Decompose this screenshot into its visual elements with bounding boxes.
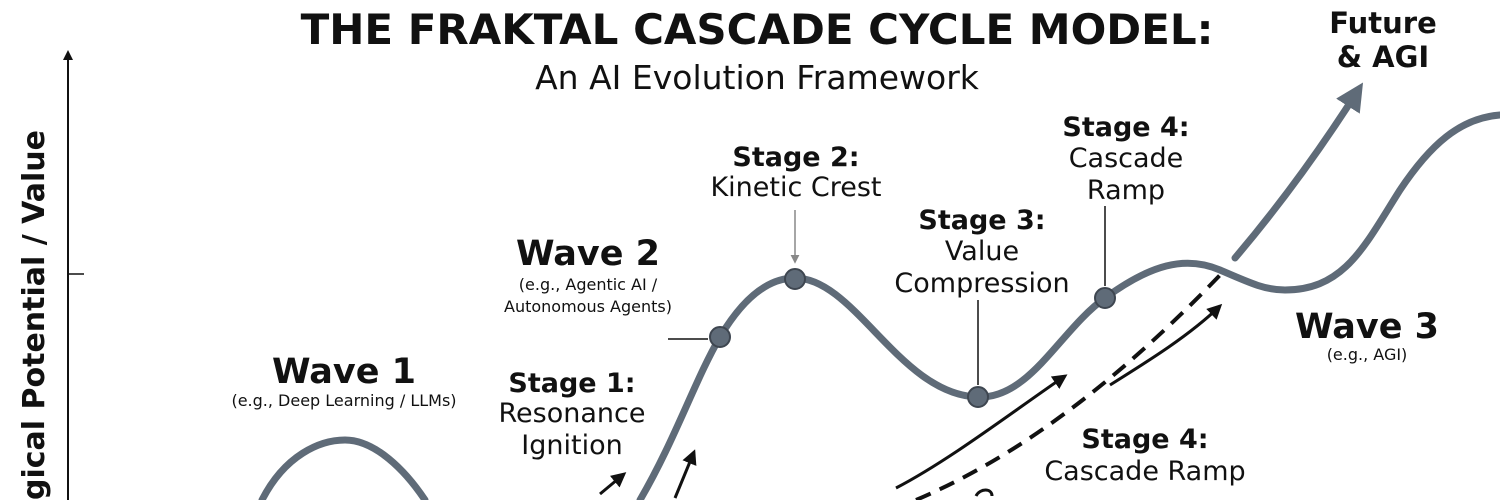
stage2-line1: Kinetic Crest: [710, 172, 881, 203]
wave2-example-line1: (e.g., Agentic AI /: [519, 275, 658, 294]
page-title: THE FRAKTAL CASCADE CYCLE MODEL:: [301, 5, 1214, 54]
stage1-label: Stage 1:: [508, 368, 635, 399]
future-line2: & AGI: [1337, 40, 1429, 74]
stage3-dot: [967, 386, 989, 408]
stage2-dot: [784, 268, 806, 290]
y-axis-label: gical Potential / Value: [17, 130, 52, 500]
ramp-arrow-3: [895, 374, 1068, 490]
wave1-example: (e.g., Deep Learning / LLMs): [231, 391, 456, 410]
stage4-dot: [1094, 287, 1116, 309]
wave3-label: Wave 3: [1295, 307, 1439, 347]
partial-glyph: [974, 488, 994, 497]
wave2-label: Wave 2: [516, 234, 660, 274]
stage4-bottom-label: Stage 4:: [1081, 424, 1208, 455]
stage4-top-line2: Ramp: [1087, 175, 1165, 206]
wave2-example-line2: Autonomous Agents): [504, 297, 672, 316]
wave-curve: [258, 111, 1500, 500]
wave3-example: (e.g., AGI): [1327, 345, 1408, 364]
stage3-line2: Compression: [894, 268, 1069, 299]
future-arrow: [1231, 82, 1364, 262]
ramp-arrow-1: [599, 472, 627, 496]
stage3-label: Stage 3:: [918, 205, 1045, 236]
stage3-line1: Value: [945, 236, 1019, 267]
ramp-arrow-4: [1109, 303, 1223, 387]
stage1-line1: Resonance: [499, 398, 646, 429]
stage4-top-line1: Cascade: [1069, 143, 1184, 174]
stage2-label: Stage 2:: [732, 142, 859, 173]
dashed-cascade-ramp: [915, 270, 1225, 500]
stage1-line2: Ignition: [521, 430, 622, 461]
wave1-label: Wave 1: [272, 352, 416, 392]
ramp-arrow-2: [673, 449, 697, 499]
stage4-bottom-line1: Cascade Ramp: [1044, 456, 1245, 487]
stage4-top-label: Stage 4:: [1062, 112, 1189, 143]
stage1-dot: [709, 326, 731, 348]
page-subtitle: An AI Evolution Framework: [535, 58, 980, 97]
future-line1: Future: [1329, 6, 1437, 40]
